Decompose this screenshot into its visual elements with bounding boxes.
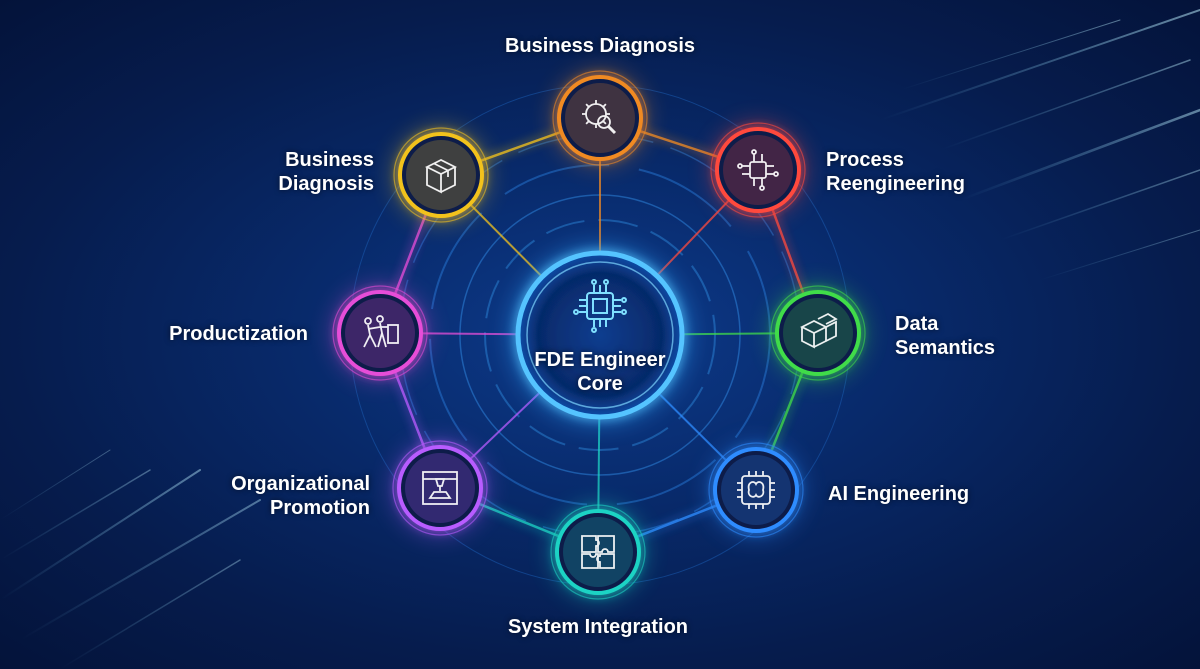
package-box-icon xyxy=(424,158,458,194)
data-cubes-icon xyxy=(799,312,838,349)
puzzle-icon xyxy=(581,535,615,569)
label-top: Business Diagnosis xyxy=(450,34,750,58)
brain-chip-icon xyxy=(737,471,775,509)
node-top[interactable] xyxy=(549,67,651,169)
pushing-box-icon xyxy=(363,315,399,348)
label-line: Organizational xyxy=(231,473,370,495)
label-line: Promotion xyxy=(270,497,370,519)
label-line: System Integration xyxy=(507,616,689,638)
3d-printer-icon xyxy=(422,471,458,505)
node-bottom[interactable] xyxy=(547,501,649,603)
node-lower-left[interactable] xyxy=(389,437,491,539)
label-left: Productization xyxy=(88,322,308,346)
label-line: Process xyxy=(826,149,904,171)
node-disc-left xyxy=(337,290,423,376)
node-upper-left[interactable] xyxy=(390,124,492,226)
node-disc-lower-right xyxy=(713,447,799,533)
node-lower-right[interactable] xyxy=(705,439,807,541)
cpu-chip-icon xyxy=(573,279,627,333)
core-label-line1: FDE Engineer xyxy=(534,349,666,371)
core-label-line2: Core xyxy=(577,373,623,395)
light-streaks xyxy=(0,9,1200,669)
core-label: FDE Engineer Core xyxy=(520,348,680,396)
node-right[interactable] xyxy=(767,282,869,384)
label-line: AI Engineering xyxy=(828,483,970,505)
core-node[interactable] xyxy=(508,243,692,427)
label-line: Productization xyxy=(169,323,308,345)
label-line: Semantics xyxy=(895,337,996,359)
node-upper-right[interactable] xyxy=(707,119,809,221)
satellite-nodes xyxy=(329,67,869,603)
node-disc-upper-right xyxy=(715,127,801,213)
label-line: Data xyxy=(895,313,939,335)
label-line: Reengineering xyxy=(826,173,965,195)
label-lower-right: AI Engineering xyxy=(828,482,969,506)
label-line: Diagnosis xyxy=(278,173,374,195)
node-disc-right xyxy=(775,290,861,376)
circuit-node-icon xyxy=(737,149,779,191)
label-bottom: System Integration xyxy=(448,615,748,639)
gear-magnifier-icon xyxy=(582,100,617,135)
label-line: Business Diagnosis xyxy=(504,35,696,57)
label-line: Business xyxy=(285,149,374,171)
node-left[interactable] xyxy=(329,282,431,384)
